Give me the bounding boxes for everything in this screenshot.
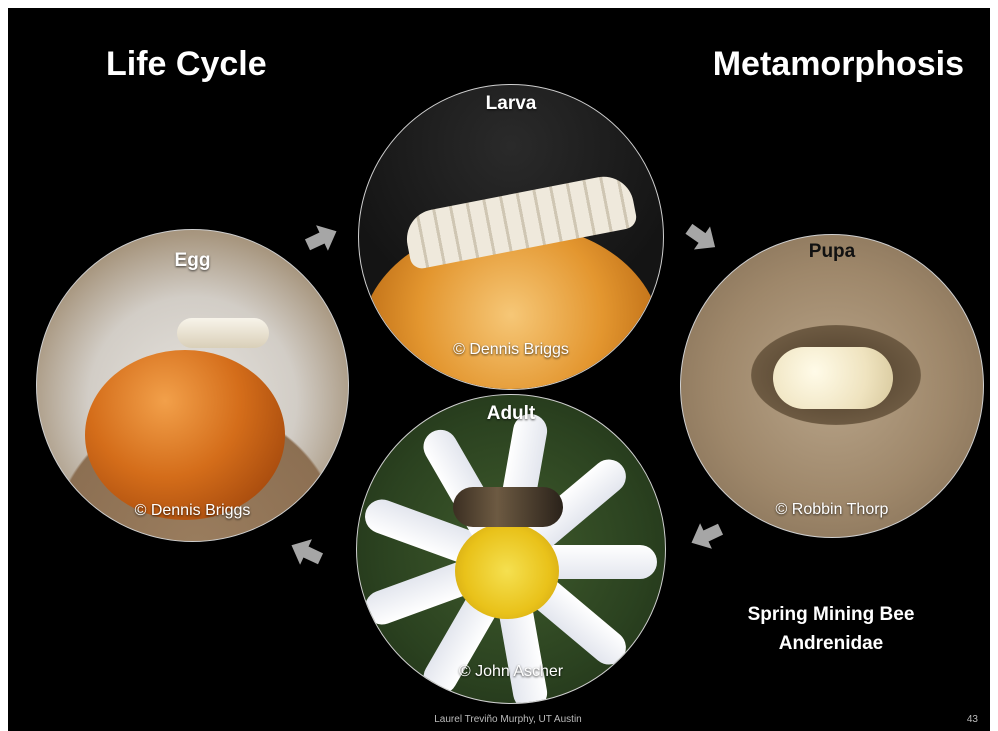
arrow-down-left-icon: [688, 518, 724, 554]
larva-photo: Larva © Dennis Briggs: [358, 84, 664, 390]
adult-label: Adult: [357, 403, 665, 425]
footer-attribution: Laurel Treviño Murphy, UT Austin: [8, 714, 990, 725]
species-name: Spring Mining Bee Andrenidae: [726, 600, 936, 658]
egg-orb: [85, 350, 285, 520]
egg-photo: Egg © Dennis Briggs: [36, 229, 349, 542]
larva-credit: © Dennis Briggs: [359, 341, 663, 359]
arrow-down-right-icon: [684, 220, 720, 256]
bee: [453, 487, 563, 527]
page-number: 43: [967, 714, 978, 725]
egg-label: Egg: [37, 250, 348, 272]
arrow-right-icon: [304, 220, 340, 256]
slide: Life Cycle Metamorphosis Larva © Dennis …: [8, 8, 990, 731]
larva-label: Larva: [359, 93, 663, 115]
title-life-cycle: Life Cycle: [106, 44, 267, 84]
pupa-credit: © Robbin Thorp: [681, 501, 983, 519]
title-metamorphosis: Metamorphosis: [713, 44, 964, 84]
egg-credit: © Dennis Briggs: [37, 502, 348, 520]
pupa-body: [773, 347, 893, 409]
flower-center: [455, 523, 559, 619]
adult-photo: Adult © John Ascher: [356, 394, 666, 704]
species-common-name: Spring Mining Bee: [726, 600, 936, 629]
adult-credit: © John Ascher: [357, 663, 665, 681]
pupa-label: Pupa: [681, 241, 983, 263]
arrow-up-left-icon: [288, 534, 324, 570]
pupa-photo: Pupa © Robbin Thorp: [680, 234, 984, 538]
species-family: Andrenidae: [726, 629, 936, 658]
